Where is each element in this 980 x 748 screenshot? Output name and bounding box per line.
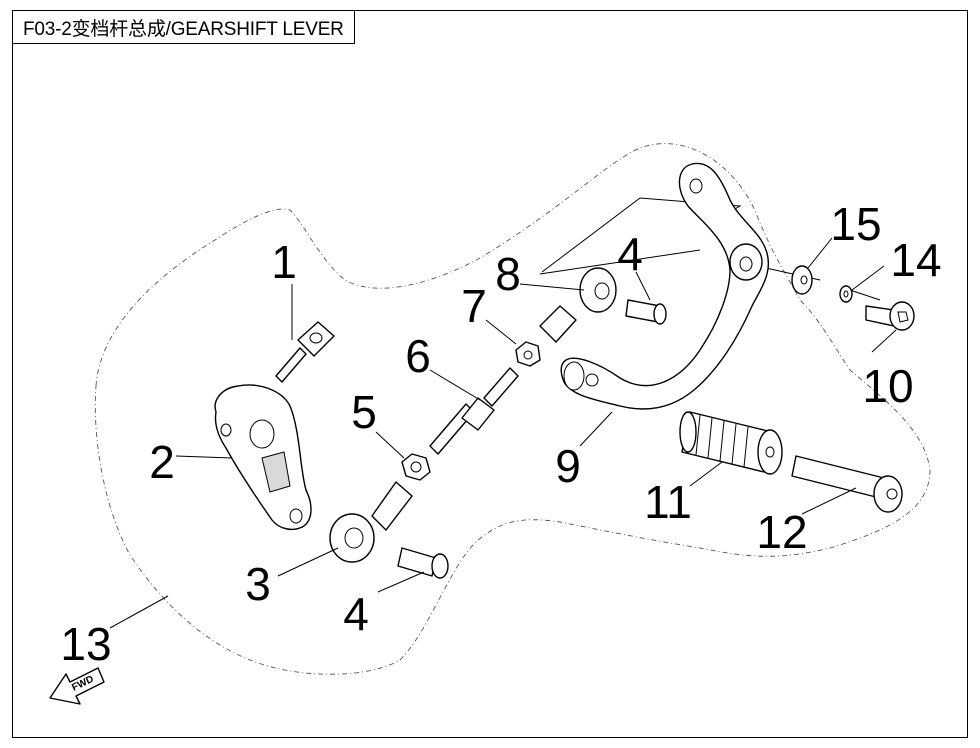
shift-arm xyxy=(214,384,312,531)
callout-9: 9 xyxy=(555,440,581,492)
nut-upper xyxy=(515,341,541,367)
callout-2: 2 xyxy=(149,436,175,488)
callout-3: 3 xyxy=(245,558,271,610)
pivot-bolt-upper xyxy=(625,299,667,325)
callout-12: 12 xyxy=(756,506,807,558)
nut xyxy=(401,453,431,481)
shift-rod xyxy=(429,367,519,455)
callout-5: 5 xyxy=(351,386,377,438)
pivot-bolt-lower xyxy=(397,547,449,579)
leader-lines xyxy=(109,237,897,629)
foot-peg-rubber xyxy=(679,411,783,475)
washer-small xyxy=(839,285,853,303)
title-box: F03-2变档杆总成/GEARSHIFT LEVER xyxy=(12,10,355,44)
drawing-frame xyxy=(12,10,968,738)
washer-large xyxy=(791,265,813,295)
callout-11: 11 xyxy=(644,476,692,528)
page-title: F03-2变档杆总成/GEARSHIFT LEVER xyxy=(23,18,344,40)
callout-13: 13 xyxy=(60,618,111,670)
callout-8: 8 xyxy=(495,248,521,300)
bolt xyxy=(275,321,335,383)
callout-14: 14 xyxy=(890,234,941,286)
callout-4-lower: 4 xyxy=(343,588,369,640)
foot-peg-bolt xyxy=(791,455,903,513)
callout-1: 1 xyxy=(271,236,297,288)
callout-10: 10 xyxy=(862,360,913,412)
callout-7: 7 xyxy=(461,280,487,332)
assembly-boundary xyxy=(94,143,931,675)
callout-6: 6 xyxy=(405,330,431,382)
forward-arrow-icon: FWD xyxy=(49,667,105,705)
lever-bolt xyxy=(865,301,915,331)
callout-15: 15 xyxy=(830,198,881,250)
callout-4-upper: 4 xyxy=(617,228,643,280)
rod-end xyxy=(329,481,413,563)
upper-rod-end xyxy=(539,267,617,343)
gear-lever xyxy=(560,162,770,410)
